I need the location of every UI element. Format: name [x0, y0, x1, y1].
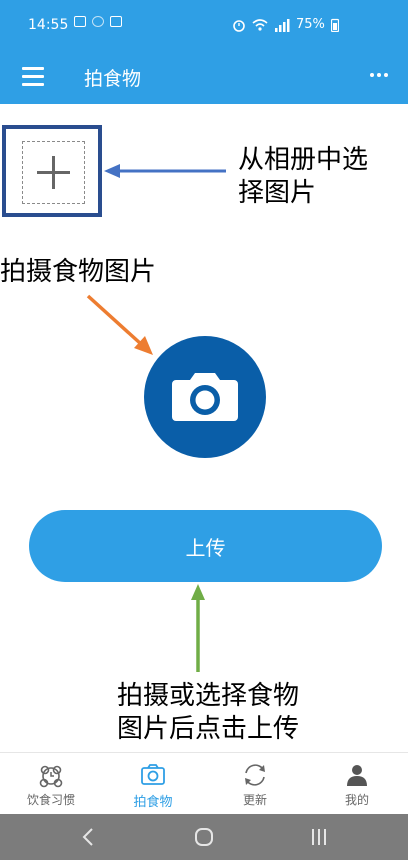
- wifi-icon: [252, 18, 268, 31]
- habit-icon: [39, 765, 63, 788]
- nav-item-update[interactable]: 更新: [204, 753, 306, 815]
- battery-icon: [330, 18, 339, 32]
- alarm-icon: [233, 19, 245, 32]
- sync-notification-icon: [92, 16, 104, 27]
- recent-apps-icon[interactable]: [309, 826, 329, 848]
- camera-icon: [141, 764, 165, 785]
- album-highlight-frame: [2, 125, 102, 217]
- check-notification-icon: [110, 16, 122, 27]
- nav-label-update: 更新: [242, 793, 267, 807]
- upload-button[interactable]: 上传: [29, 510, 382, 582]
- signal-icon: [275, 18, 290, 32]
- home-icon[interactable]: [193, 826, 215, 848]
- notification-icons: [74, 16, 122, 27]
- green-arrow: [191, 584, 205, 672]
- nav-label-take-photo: 拍食物: [133, 795, 173, 810]
- more-options-icon[interactable]: [370, 73, 388, 77]
- nav-item-habits[interactable]: 饮食习惯: [0, 753, 102, 815]
- system-nav-bar: [0, 814, 408, 860]
- menu-icon[interactable]: [22, 67, 44, 86]
- status-right: 75%: [232, 17, 339, 32]
- page-title: 拍食物: [84, 68, 142, 90]
- nav-label-habits: 饮食习惯: [26, 793, 75, 807]
- take-photo-annotation: 拍摄食物图片: [0, 257, 157, 287]
- bottom-nav: 饮食习惯 拍食物 更新 我的: [0, 752, 408, 815]
- battery-percent: 75%: [296, 17, 325, 32]
- nav-item-mine[interactable]: 我的: [306, 753, 408, 815]
- camera-button[interactable]: [144, 336, 266, 458]
- refresh-icon: [245, 764, 265, 786]
- upload-hint-annotation: 拍摄或选择食物 图片后点击上传: [116, 681, 299, 744]
- nav-label-mine: 我的: [344, 793, 369, 807]
- nav-item-take-photo[interactable]: 拍食物: [102, 753, 204, 815]
- person-icon: [347, 765, 367, 786]
- blue-arrow: [104, 164, 226, 178]
- app-bar: 拍食物: [0, 50, 408, 104]
- status-time: 14:55: [28, 17, 69, 33]
- gallery-notification-icon: [74, 16, 86, 27]
- select-album-annotation: 从相册中选 择图片: [238, 145, 369, 208]
- back-icon[interactable]: [80, 826, 96, 848]
- add-image-button[interactable]: [22, 141, 85, 204]
- camera-icon: [172, 373, 238, 421]
- orange-arrow: [86, 294, 153, 355]
- status-bar: 14:55 75%: [0, 0, 408, 50]
